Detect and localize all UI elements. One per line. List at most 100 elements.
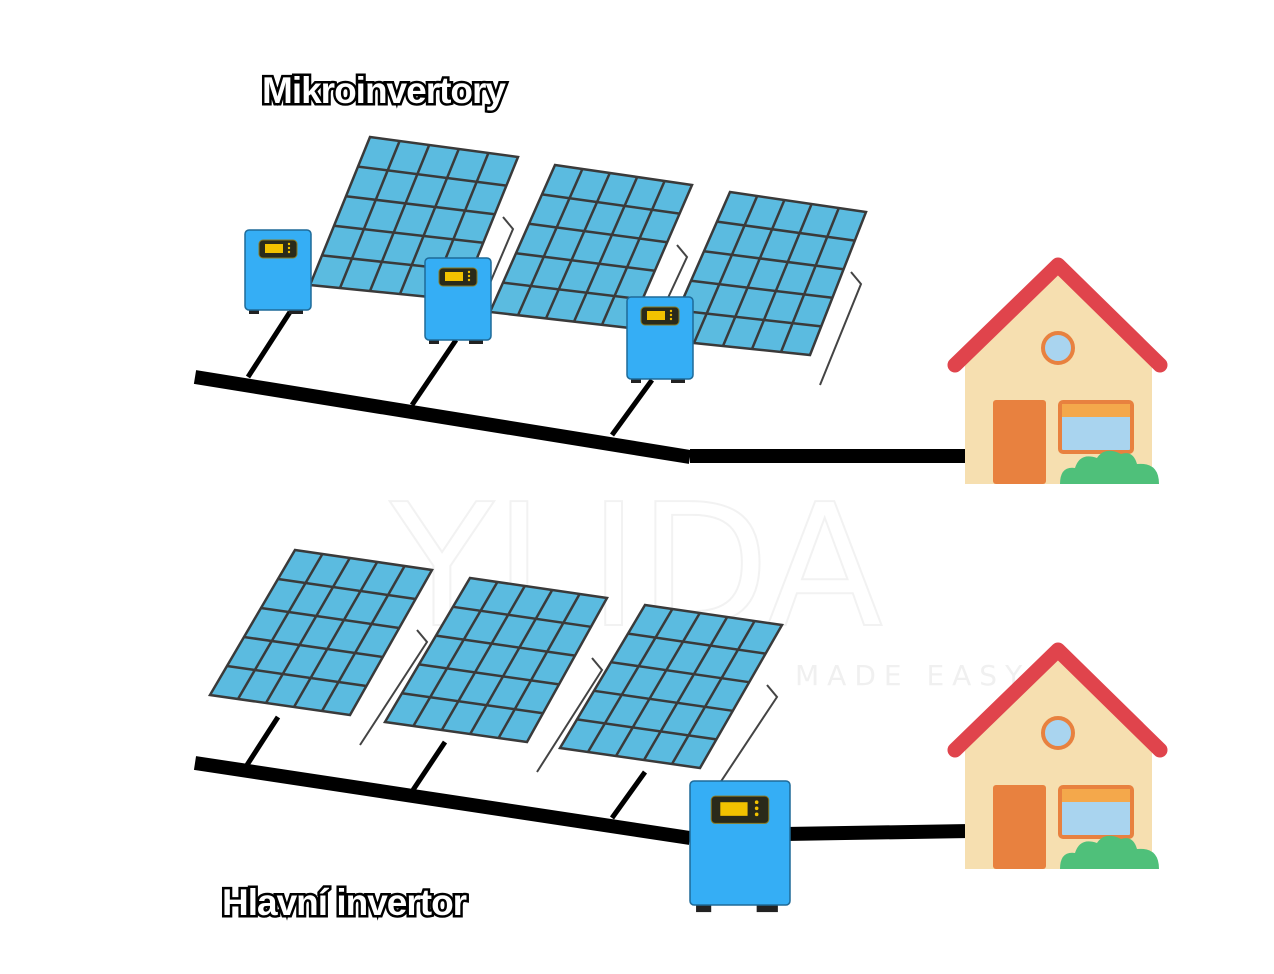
house-gable	[965, 273, 1152, 360]
house-window-awning	[1062, 789, 1130, 802]
panel-surface	[207, 548, 434, 717]
inverter-foot	[756, 903, 778, 913]
inverter-display	[265, 244, 283, 253]
cable	[244, 715, 281, 767]
panel-surface	[557, 603, 784, 770]
panel-stand	[536, 657, 604, 773]
panel-grid-line	[469, 589, 554, 735]
panel-grid-line	[779, 207, 840, 353]
house-roof	[947, 642, 1168, 758]
house-roof	[947, 257, 1168, 373]
inverter-led	[754, 806, 759, 811]
panel-grid-line	[627, 632, 766, 655]
panel-grid-line	[610, 660, 750, 684]
panel-grid-line	[502, 281, 643, 301]
house-bush	[1060, 450, 1159, 484]
inverter-display	[720, 802, 748, 816]
watermark-tagline: MADE EASY	[795, 659, 1030, 692]
panel-grid-line	[690, 279, 833, 300]
inverter-foot	[696, 903, 712, 913]
panel-stand	[359, 629, 429, 746]
houses	[947, 257, 1168, 869]
cable	[609, 770, 648, 820]
central-inverter-title: Hlavní invertor	[222, 882, 467, 923]
inverter-led	[669, 317, 673, 321]
cable	[410, 740, 448, 792]
panel-grid-line	[243, 635, 383, 659]
panel-grid-line	[333, 224, 484, 245]
panel-grid-line	[398, 148, 460, 295]
panel-grid-line	[418, 663, 560, 686]
house-door	[993, 785, 1046, 869]
cables	[193, 310, 971, 845]
panel-grid-line	[440, 585, 526, 731]
inverter-led	[287, 250, 291, 254]
cable	[609, 378, 655, 437]
panel-grid-line	[277, 577, 416, 601]
house-round-window	[1041, 331, 1075, 365]
inverter-led	[754, 812, 759, 817]
panel-grid-line	[586, 608, 674, 753]
panel-grid-line	[544, 172, 611, 319]
inverter-icon	[244, 229, 312, 314]
inverter-led	[669, 309, 673, 313]
inverters	[244, 229, 791, 913]
house-window-awning	[1062, 404, 1130, 417]
house-gable	[965, 658, 1152, 745]
house-door	[993, 400, 1046, 484]
inverter-foot	[249, 308, 259, 314]
inverter-display	[445, 272, 463, 281]
panel-grid-line	[670, 620, 756, 765]
panel-grid-line	[692, 195, 759, 344]
panel-grid-line	[292, 561, 379, 708]
panel-grid-line	[516, 168, 584, 316]
cable	[193, 756, 692, 845]
inverter-foot	[429, 338, 439, 344]
inverter-led	[754, 800, 759, 805]
panel-grid-line	[677, 309, 822, 328]
panel-grid-line	[345, 194, 495, 216]
panel-grid-line	[236, 553, 324, 700]
panel-grid-line	[497, 593, 581, 739]
panel-grid-line	[750, 203, 813, 350]
house-round-window	[1041, 716, 1075, 750]
inverter-icon	[626, 296, 694, 383]
panel-grid-line	[452, 605, 592, 629]
panel-grid-line	[264, 557, 351, 704]
panel-grid-line	[320, 565, 406, 712]
panel-grid-line	[368, 144, 431, 292]
panel-grid-line	[600, 180, 666, 326]
panel-grid-line	[642, 616, 729, 761]
panel-grid-line	[614, 612, 701, 757]
inverter-foot	[671, 377, 685, 383]
solar-panel	[557, 603, 784, 799]
house-icon	[947, 642, 1168, 869]
panel-grid-line	[401, 691, 544, 715]
cable	[193, 370, 692, 464]
solar-panel	[663, 190, 868, 386]
inverter-led	[467, 278, 471, 282]
inverter-foot	[289, 308, 303, 314]
microinverters-title: Mikroinvertory	[262, 70, 506, 111]
inverter-led	[467, 270, 471, 274]
panel-surface	[382, 576, 609, 744]
panel-grid-line	[721, 199, 786, 347]
panel-grid-line	[572, 176, 639, 323]
panel-grid-line	[576, 718, 717, 741]
panel-grid-line	[260, 606, 400, 630]
solar-panels	[207, 135, 868, 799]
panel-grid-line	[528, 222, 668, 244]
panel-grid-line	[541, 193, 680, 215]
cable	[409, 338, 459, 407]
inverter-led	[287, 242, 291, 246]
cable	[784, 824, 971, 841]
solar-panel	[488, 163, 694, 359]
inverter-foot	[469, 338, 483, 344]
inverter-display	[647, 311, 665, 320]
panel-grid-line	[338, 140, 401, 289]
panel-stand	[819, 271, 863, 386]
panel-grid-line	[412, 581, 499, 727]
inverter-led	[467, 274, 471, 278]
solar-panel	[207, 548, 434, 746]
